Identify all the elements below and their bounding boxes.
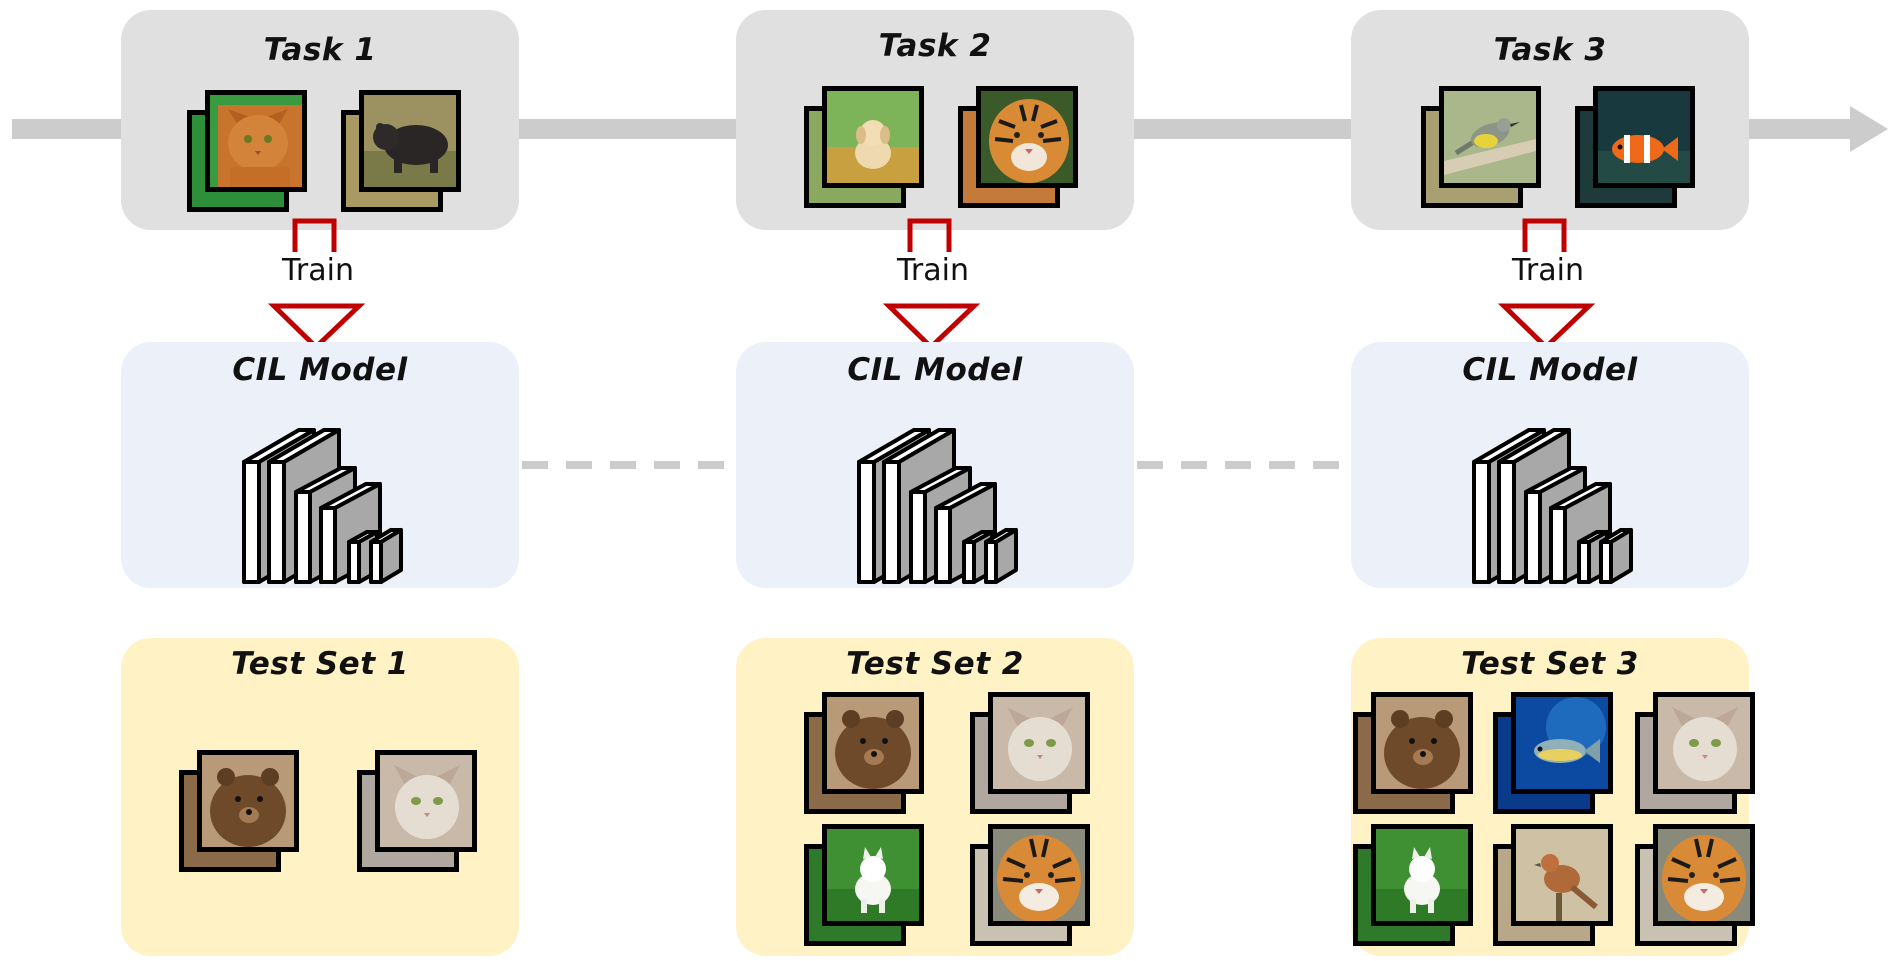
test-box-1: Test Set 1 xyxy=(121,638,519,956)
network-layers-icon xyxy=(857,428,1018,584)
test-image-stack-bear xyxy=(1353,692,1473,814)
test-box-3: Test Set 3 xyxy=(1351,638,1755,956)
test-image-stack-dog xyxy=(804,824,924,946)
dog-image xyxy=(822,86,924,188)
test-title: Test Set 2 xyxy=(846,646,1024,682)
dog-image xyxy=(822,824,924,926)
tiger-image xyxy=(1653,824,1755,926)
train-arrow-1 xyxy=(268,218,366,351)
task-image-stack-clownfish xyxy=(1575,86,1695,208)
bear-image xyxy=(359,90,461,192)
test-image-stack-cat xyxy=(357,750,477,872)
task-box-3: Task 3 xyxy=(1351,10,1749,230)
model-title: CIL Model xyxy=(232,352,408,388)
tiger-image xyxy=(988,824,1090,926)
test-image-stack-tiger xyxy=(1635,824,1755,946)
dashed-model-link-1 xyxy=(522,461,733,469)
dashed-model-link-2 xyxy=(1137,461,1348,469)
task-box-2: Task 2 xyxy=(736,10,1134,230)
dog-image xyxy=(1371,824,1473,926)
test-image-stack-bear xyxy=(804,692,924,814)
model-box-3: CIL Model xyxy=(1351,342,1749,588)
test-image-stack-bear xyxy=(179,750,299,872)
clownfish-image xyxy=(1593,86,1695,188)
test-image-stack-cat xyxy=(1635,692,1755,814)
network-layers-icon xyxy=(242,428,403,584)
task-title: Task 3 xyxy=(1493,32,1607,68)
task-title: Task 2 xyxy=(878,28,992,64)
model-box-1: CIL Model xyxy=(121,342,519,588)
train-arrow-2 xyxy=(883,218,981,351)
bear-image xyxy=(1371,692,1473,794)
task-image-stack-dog xyxy=(804,86,924,208)
test-title: Test Set 3 xyxy=(1461,646,1639,682)
task-image-stack-tiger xyxy=(958,86,1078,208)
train-label: Train xyxy=(1512,253,1584,288)
test-image-stack-bird xyxy=(1493,824,1613,946)
task-image-stack-bear xyxy=(341,90,461,212)
bird-image xyxy=(1511,824,1613,926)
task-image-stack-bird xyxy=(1421,86,1541,208)
cat-image xyxy=(988,692,1090,794)
test-image-stack-tiger xyxy=(970,824,1090,946)
model-box-2: CIL Model xyxy=(736,342,1134,588)
task-title: Task 1 xyxy=(263,32,377,68)
network-layers-icon xyxy=(1472,428,1633,584)
task-image-stack-cat xyxy=(187,90,307,212)
test-title: Test Set 1 xyxy=(231,646,409,682)
cat-image xyxy=(1653,692,1755,794)
test-box-2: Test Set 2 xyxy=(736,638,1134,956)
fish-image xyxy=(1511,692,1613,794)
test-image-stack-dog xyxy=(1353,824,1473,946)
bear-image xyxy=(197,750,299,852)
task-box-1: Task 1 xyxy=(121,10,519,230)
tiger-image xyxy=(976,86,1078,188)
test-image-stack-fish xyxy=(1493,692,1613,814)
model-title: CIL Model xyxy=(1462,352,1638,388)
train-label: Train xyxy=(897,253,969,288)
bear-image xyxy=(822,692,924,794)
train-arrow-3 xyxy=(1498,218,1596,351)
train-label: Train xyxy=(282,253,354,288)
cat-image xyxy=(375,750,477,852)
model-title: CIL Model xyxy=(847,352,1023,388)
bird-image xyxy=(1439,86,1541,188)
test-image-stack-cat xyxy=(970,692,1090,814)
cat-image xyxy=(205,90,307,192)
